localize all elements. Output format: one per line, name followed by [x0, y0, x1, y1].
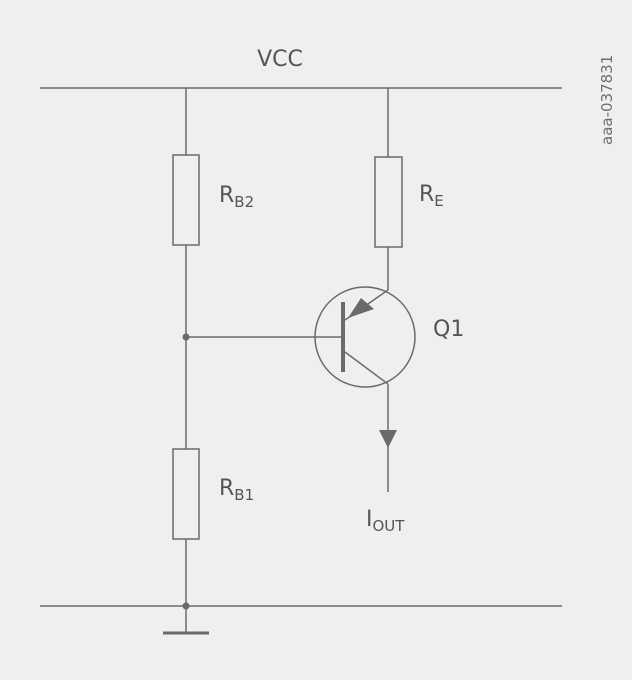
- vcc-label: VCC: [257, 47, 303, 72]
- label-rb2: RB2: [219, 183, 254, 211]
- resistor-re: [374, 156, 403, 248]
- label-iout: IOUT: [366, 507, 405, 535]
- resistor-rb2: [172, 154, 200, 246]
- output-arrow-icon: [379, 430, 397, 448]
- emitter-arrow-icon: [348, 298, 374, 318]
- transistor-q1-body: [314, 286, 416, 388]
- resistor-rb1: [172, 448, 200, 540]
- junction-ground-node: [182, 602, 190, 610]
- label-re: RE: [419, 182, 444, 210]
- label-q1: Q1: [433, 317, 464, 342]
- transistor-q1-collector-lead: [344, 351, 389, 385]
- figure-code: aaa-037831: [598, 55, 616, 145]
- label-rb1: RB1: [219, 476, 254, 504]
